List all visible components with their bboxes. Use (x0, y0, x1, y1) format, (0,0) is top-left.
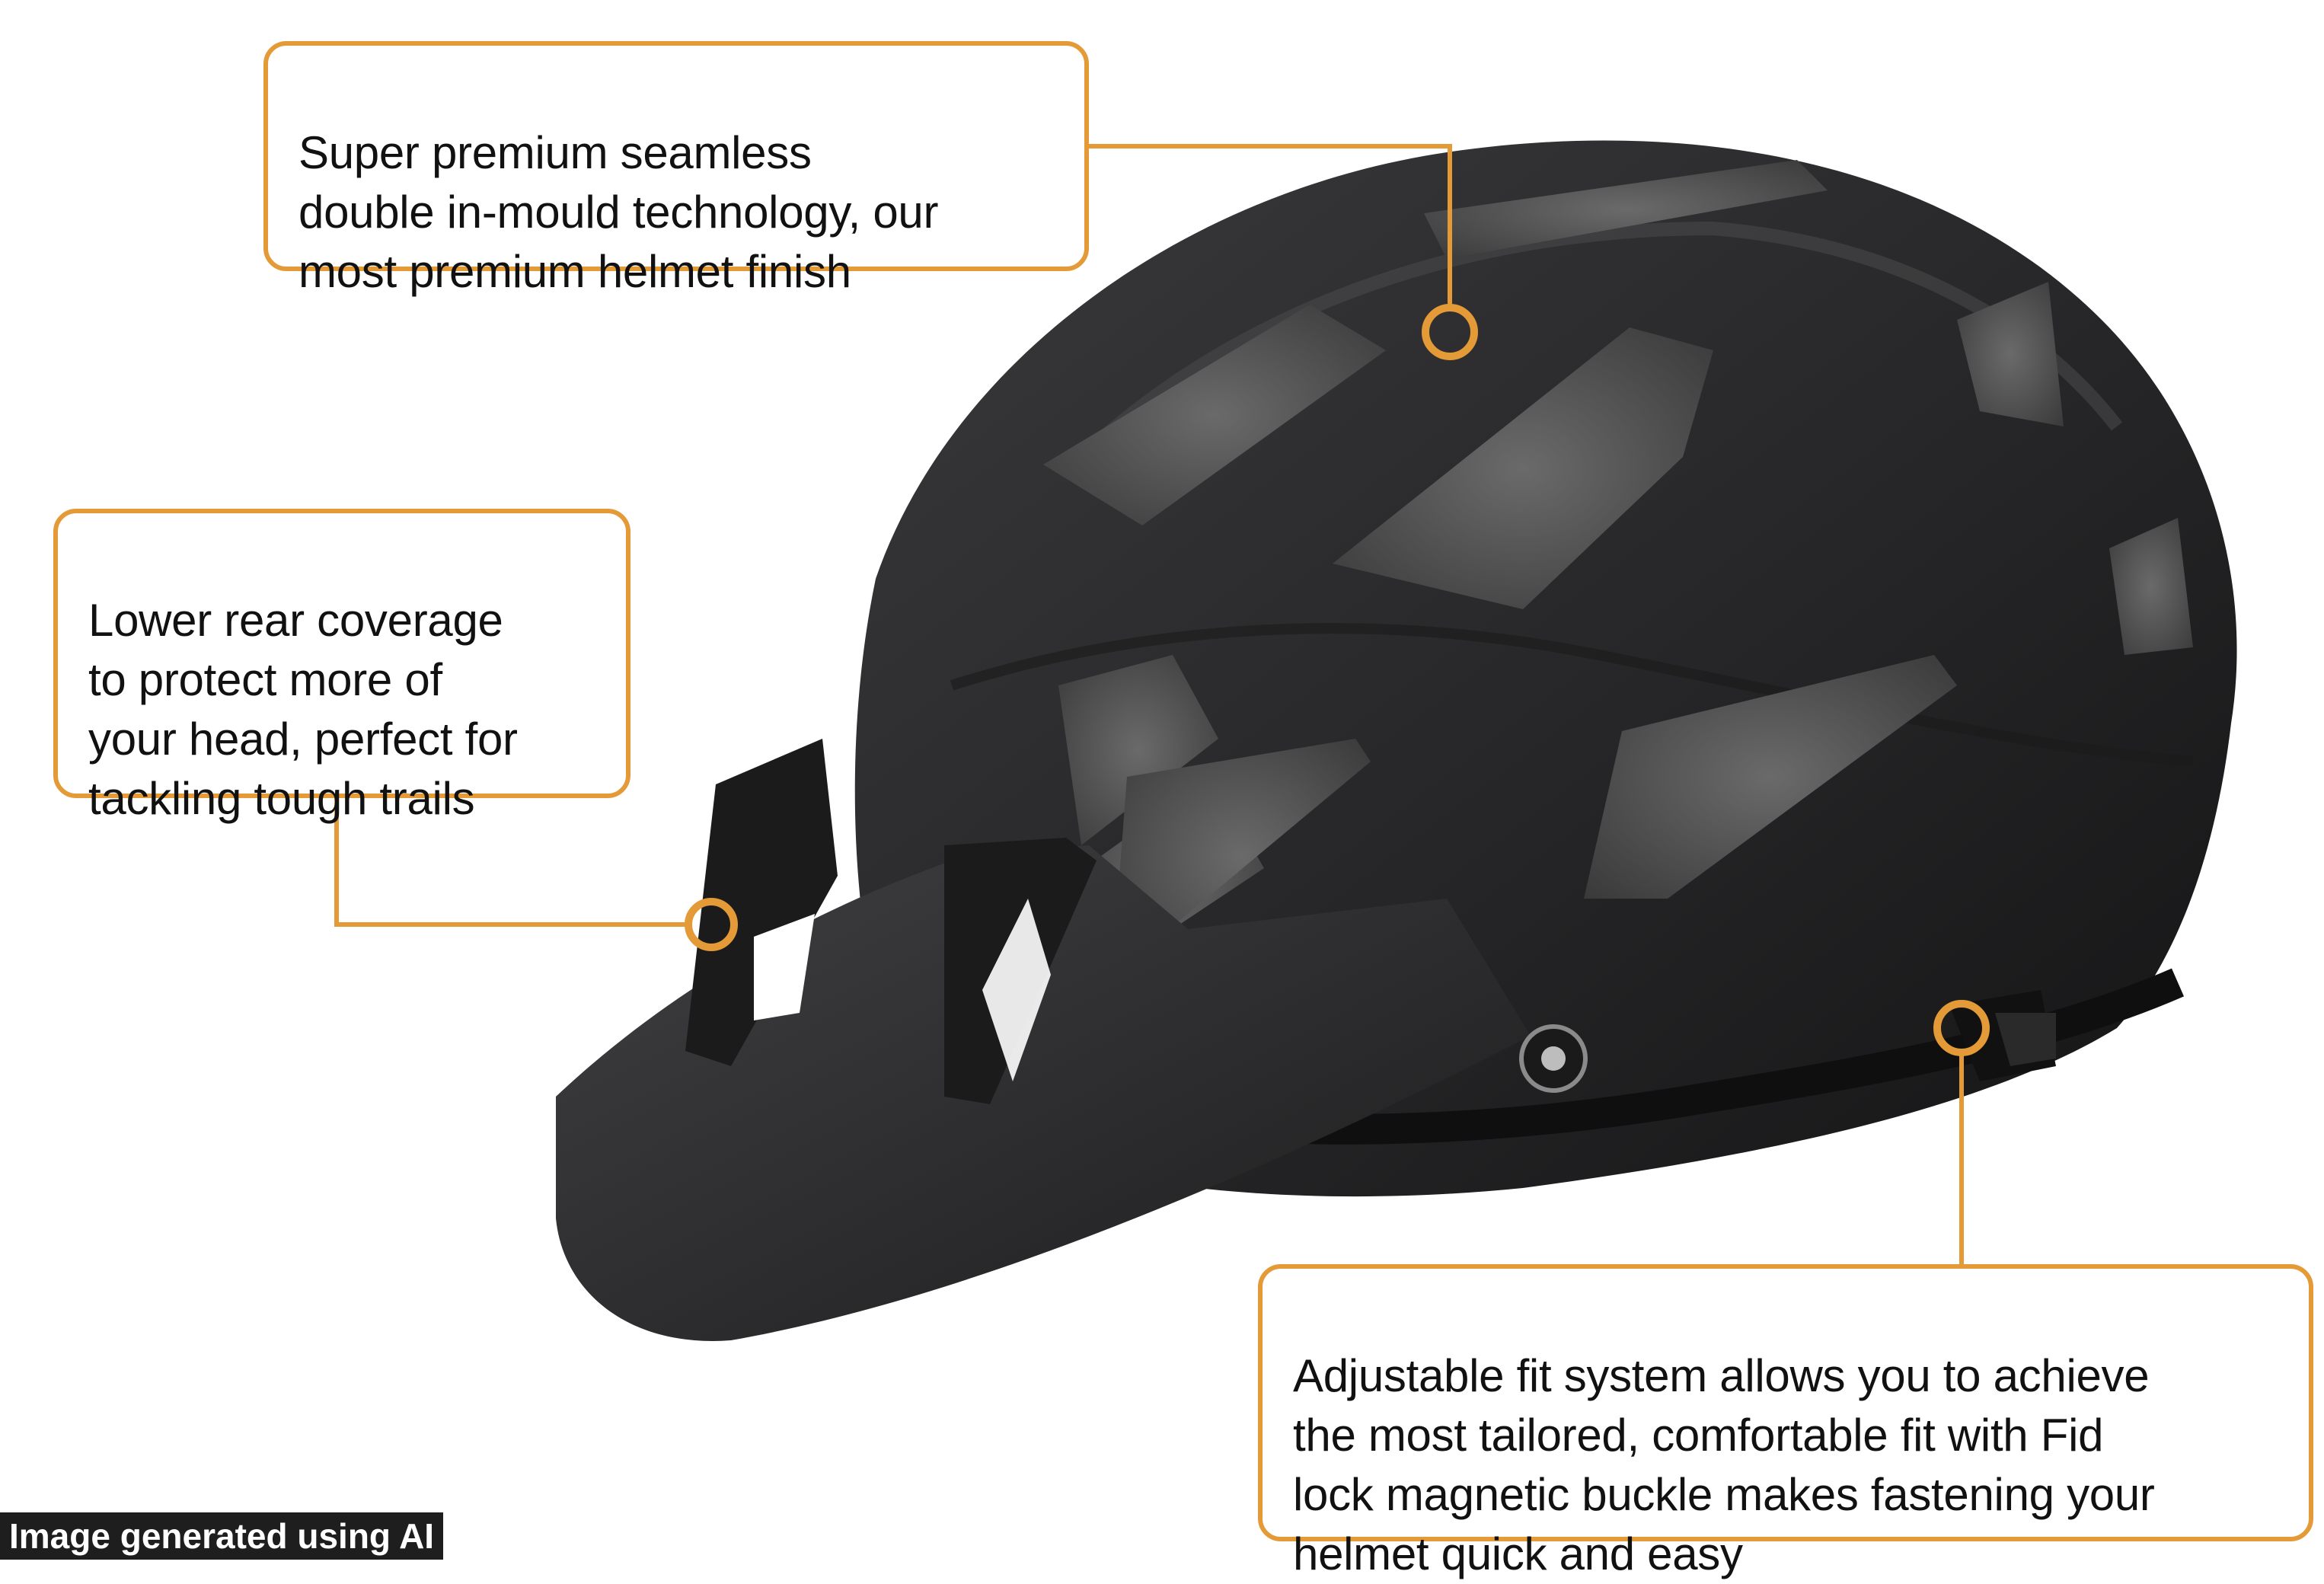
callout-box-left: Lower rear coverage to protect more of y… (53, 509, 630, 824)
callout-marker-top (1422, 304, 1478, 360)
callout-marker-left (685, 898, 738, 951)
ai-watermark-label: Image generated using AI (0, 1512, 444, 1560)
helmet-vents (1043, 160, 2193, 975)
leader-lines (334, 144, 1964, 1266)
visor-bolt-icon (1519, 1024, 1588, 1093)
callout-marker-bottom-right (1933, 1000, 1990, 1056)
helmet-visor (556, 739, 1531, 1341)
callout-text-top: Super premium seamless double in-mould t… (298, 127, 939, 297)
callout-text-left: Lower rear coverage to protect more of y… (88, 595, 518, 824)
callout-box-top: Super premium seamless double in-mould t… (263, 41, 1089, 297)
callout-box-bottom-right: Adjustable fit system allows you to achi… (1258, 1264, 2313, 1579)
